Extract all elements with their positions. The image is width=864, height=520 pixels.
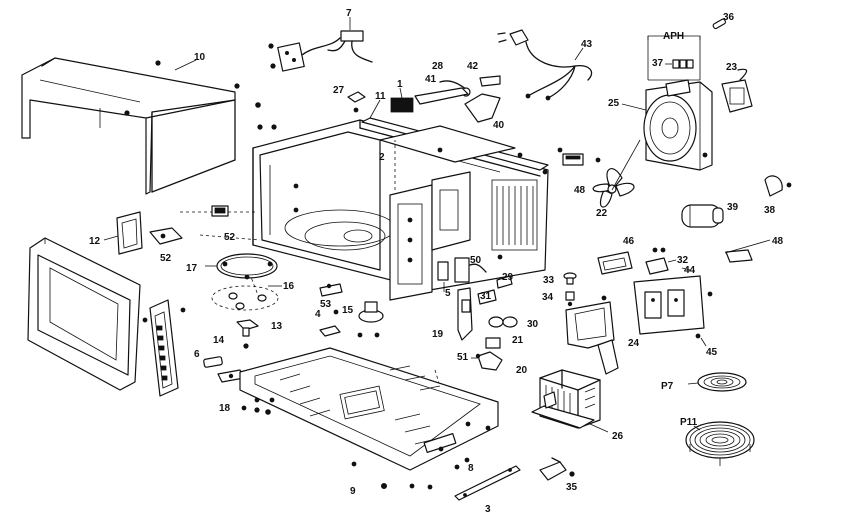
callout-label: 14 <box>213 335 225 346</box>
aph-kit <box>647 18 727 81</box>
part-48-thermal-switch <box>557 147 601 166</box>
callout-label: 34 <box>542 292 554 303</box>
oven-cavity <box>252 117 549 301</box>
outer-cabinet <box>21 57 277 195</box>
part-38-clamp <box>764 175 792 197</box>
callout-label: 23 <box>726 62 738 73</box>
callout-label: 48 <box>772 236 784 247</box>
aph-label: APH <box>663 31 684 42</box>
part-7-wire-harness <box>268 17 373 72</box>
feet-and-screws <box>351 457 470 490</box>
callout-label: P11 <box>680 417 698 428</box>
callout-label: 13 <box>271 321 283 332</box>
callout-label: 44 <box>684 265 696 276</box>
part-22-fan-blade <box>592 139 641 208</box>
callout-label: 27 <box>333 85 345 96</box>
callout-label: 11 <box>375 91 386 102</box>
callout-label: 41 <box>425 74 437 85</box>
part-26-transformer <box>531 369 609 433</box>
callout-label: 9 <box>350 486 356 497</box>
callout-label: 28 <box>432 61 444 72</box>
transformer-bracket <box>633 239 771 347</box>
callout-label: 35 <box>566 482 578 493</box>
base-plate <box>239 347 499 471</box>
callout-label: 20 <box>516 365 528 376</box>
callout-label: 32 <box>677 255 689 266</box>
motor-bracket <box>319 283 384 338</box>
part-13-coupler <box>236 319 259 349</box>
callout-label: 52 <box>224 232 236 243</box>
callout-label: 22 <box>596 208 608 219</box>
interlock-switch-group <box>437 257 518 371</box>
part-43-power-cord <box>497 29 593 101</box>
callout-label: 37 <box>652 58 664 69</box>
callout-label: 30 <box>527 319 539 330</box>
part-39-capacitor <box>681 204 724 228</box>
callout-label: P7 <box>661 381 674 392</box>
callout-label: 26 <box>612 431 624 442</box>
callout-label: 19 <box>432 329 444 340</box>
part-3-rail <box>454 465 521 501</box>
callout-label: 7 <box>346 8 352 19</box>
part-25-fan-housing <box>621 68 753 171</box>
callout-label: 33 <box>543 275 555 286</box>
callout-label: 15 <box>342 305 354 316</box>
callout-label: 52 <box>160 253 172 264</box>
door-assembly <box>27 237 141 391</box>
callout-label: 25 <box>608 98 620 109</box>
callout-label: 38 <box>764 205 776 216</box>
part-17-roller-ring <box>205 253 278 280</box>
part-16-turntable-support <box>211 285 282 311</box>
callout-label: 4 <box>315 309 321 320</box>
callout-label: 45 <box>706 347 718 358</box>
callout-label: 6 <box>194 349 200 360</box>
part-12-door-choke <box>103 211 143 255</box>
callout-label: 16 <box>283 281 295 292</box>
callout-label: 1 <box>397 79 403 90</box>
callout-label: 10 <box>194 52 206 63</box>
callout-label: 18 <box>219 403 231 414</box>
callout-label: 48 <box>574 185 586 196</box>
callout-label: 42 <box>467 61 479 72</box>
callout-label: 24 <box>628 338 640 349</box>
part-24-hv-bracket <box>565 295 619 375</box>
callout-label: 3 <box>485 504 491 515</box>
part-35-clip <box>539 457 575 481</box>
parts-6-18 <box>203 356 245 383</box>
vent-grille <box>491 179 538 251</box>
top-small-parts <box>347 75 501 123</box>
part-P7-tray <box>687 372 747 392</box>
callout-label: 21 <box>512 335 524 346</box>
callout-label: 8 <box>468 463 474 474</box>
callout-label: 12 <box>89 236 101 247</box>
callout-labels: 7 10 27 1 11 28 42 41 40 43 37 36 23 25 … <box>89 8 784 515</box>
control-panel <box>142 299 186 397</box>
callout-label: 39 <box>727 202 739 213</box>
part-52-latch <box>149 205 229 245</box>
callout-label: 53 <box>320 299 332 310</box>
callout-label: 5 <box>445 288 451 299</box>
part-P11-rack <box>685 421 755 466</box>
callout-label: 43 <box>581 39 593 50</box>
callout-label: 36 <box>723 12 735 23</box>
callout-label: 50 <box>470 255 482 266</box>
callout-label: 40 <box>493 120 505 131</box>
callout-label: 29 <box>502 272 514 283</box>
callout-label: 46 <box>623 236 635 247</box>
parts-46-33-34 <box>563 251 633 307</box>
callout-label: 31 <box>480 291 492 302</box>
callout-label: 51 <box>457 352 469 363</box>
callout-label: 17 <box>186 263 198 274</box>
callout-label: 2 <box>379 152 385 163</box>
